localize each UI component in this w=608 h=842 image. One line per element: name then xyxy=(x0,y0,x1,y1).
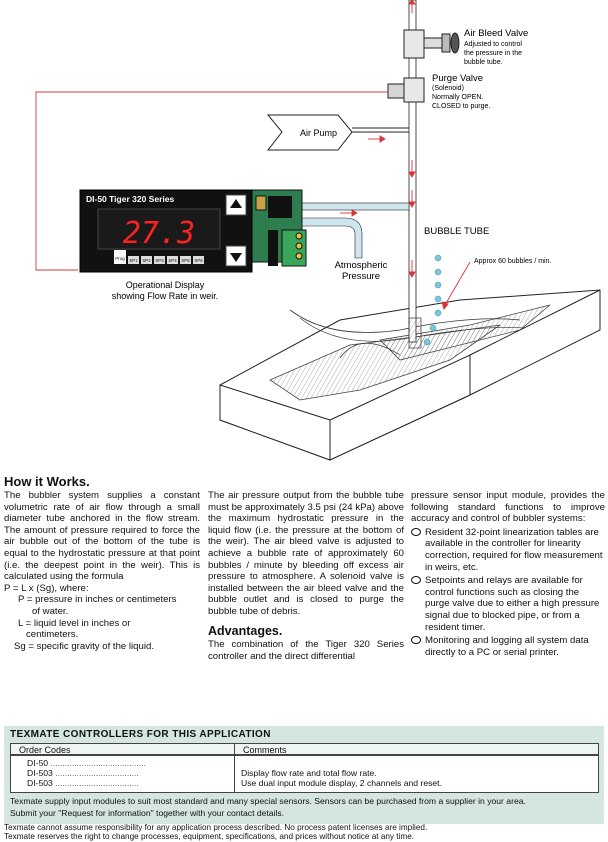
table-row: DI-50 ..................................… xyxy=(27,758,146,768)
table-row: DI-503 .................................… xyxy=(27,778,139,788)
purge-valve-desc-1: (Solenoid) xyxy=(432,85,464,92)
how-paragraph-2: The air pressure output from the bubble … xyxy=(208,490,404,617)
comment-cell xyxy=(235,756,598,768)
circle-bullet-icon xyxy=(411,636,421,645)
def-p-2: of water. xyxy=(32,605,69,617)
purge-valve xyxy=(387,77,425,103)
table-note-2: Submit your "Request for information" to… xyxy=(10,808,285,818)
advantages-text: The combination of the Tiger 320 Series … xyxy=(208,639,404,662)
air-bleed-desc-2: the pressure in the xyxy=(464,50,522,57)
air-bleed-desc-1: Adjusted to control xyxy=(464,41,522,48)
comment-cell: Use dual input module display, 2 channel… xyxy=(241,778,442,788)
column-3-intro: pressure sensor input module, provides t… xyxy=(411,490,605,525)
meter-title: DI-50 Tiger 320 Series xyxy=(86,194,174,204)
meter-front xyxy=(79,189,253,273)
bullet-item: Resident 32-point linearization tables a… xyxy=(411,527,605,573)
comments-cells: Display flow rate and total flow rate. U… xyxy=(234,755,599,793)
air-pump xyxy=(266,114,409,151)
bullet-text: Resident 32-point linearization tables a… xyxy=(425,526,603,573)
order-code: DI-50 xyxy=(27,758,49,768)
def-p-1: P = pressure in inches or centimeters xyxy=(18,594,177,606)
setpoint-sp4: SP4 xyxy=(168,258,177,263)
setpoint-sp6: SP6 xyxy=(194,258,203,263)
circle-bullet-icon xyxy=(411,576,421,585)
bullet-item: Monitoring and logging all system data d… xyxy=(411,635,605,658)
text-column-2: The air pressure output from the bubble … xyxy=(208,490,404,662)
column-header-order-codes: Order Codes xyxy=(10,743,235,755)
bubble-tube-pipe xyxy=(408,0,422,349)
how-it-works-title: How it Works. xyxy=(4,474,90,489)
def-sg: Sg = specific gravity of the liquid. xyxy=(14,640,154,652)
purge-valve-desc-2: Normally OPEN. xyxy=(432,94,483,101)
bubbles-pointer xyxy=(441,261,471,310)
meter-reading: 27.3 xyxy=(123,216,195,251)
order-code: DI-503 xyxy=(27,778,53,788)
bullet-text: Monitoring and logging all system data d… xyxy=(425,635,589,658)
order-code: DI-503 xyxy=(27,768,53,778)
text-column-1: The bubbler system supplies a constant v… xyxy=(4,490,200,652)
footer-disclaimer-2: Texmate reserves the right to change pro… xyxy=(4,832,415,841)
atmospheric-label-2: Pressure xyxy=(342,271,380,282)
purge-valve-desc-3: CLOSED to purge. xyxy=(432,103,490,110)
bullet-item: Setpoints and relays are available for c… xyxy=(411,575,605,633)
setpoint-sp3: SP3 xyxy=(155,258,164,263)
meter-prog-key: Prog xyxy=(115,256,125,261)
column-header-comments: Comments xyxy=(234,743,599,755)
formula: P = L x (Sg), where: xyxy=(4,582,89,594)
air-bubbles xyxy=(423,254,442,346)
control-wires xyxy=(35,91,388,271)
air-pump-label: Air Pump xyxy=(300,128,337,138)
meter-housing xyxy=(251,189,307,267)
table-row: DI-503 .................................… xyxy=(27,768,139,778)
atmospheric-label-1: Atmospheric xyxy=(335,260,388,271)
weir-channel xyxy=(219,289,601,461)
purge-valve-title: Purge Valve xyxy=(432,73,483,84)
bullet-text: Setpoints and relays are available for c… xyxy=(425,575,600,633)
order-codes-cells: DI-50 ..................................… xyxy=(10,755,235,793)
def-l-2: centimeters. xyxy=(26,629,79,641)
down-arrow-icon xyxy=(230,253,242,262)
footer-disclaimer-1: Texmate cannot assume responsibility for… xyxy=(4,823,428,832)
table-title: TEXMATE CONTROLLERS FOR THIS APPLICATION xyxy=(10,729,271,740)
setpoint-sp5: SP5 xyxy=(181,258,190,263)
air-bleed-title: Air Bleed Valve xyxy=(464,28,528,39)
bubbles-rate-label: Approx 60 bubbles / min. xyxy=(474,258,551,265)
up-arrow-icon xyxy=(230,199,242,208)
bubble-tube-label: BUBBLE TUBE xyxy=(424,226,489,237)
bubbler-diagram: DI-50 Tiger 320 Series 27.3 Prog SP1 SP2… xyxy=(35,0,601,461)
flow-arrows xyxy=(340,0,416,278)
operational-display-caption-1: Operational Display xyxy=(126,280,205,290)
air-bleed-desc-3: bubble tube. xyxy=(464,59,503,66)
operational-display-caption-2: showing Flow Rate in weir. xyxy=(112,291,219,301)
comment-cell: Display flow rate and total flow rate. xyxy=(241,768,377,778)
text-column-3: pressure sensor input module, provides t… xyxy=(411,490,605,660)
sensor-tubes xyxy=(289,202,410,259)
air-bleed-valve xyxy=(403,29,460,59)
circle-bullet-icon xyxy=(411,527,421,536)
def-l-1: L = liquid level in inches or xyxy=(18,617,131,629)
controllers-table: TEXMATE CONTROLLERS FOR THIS APPLICATION… xyxy=(4,726,604,824)
setpoint-sp1: SP1 xyxy=(129,258,138,263)
how-paragraph-1: The bubbler system supplies a constant v… xyxy=(4,490,200,583)
setpoint-sp2: SP2 xyxy=(142,258,151,263)
advantages-title: Advantages. xyxy=(208,623,283,638)
table-note-1: Texmate supply input modules to suit mos… xyxy=(10,796,526,806)
